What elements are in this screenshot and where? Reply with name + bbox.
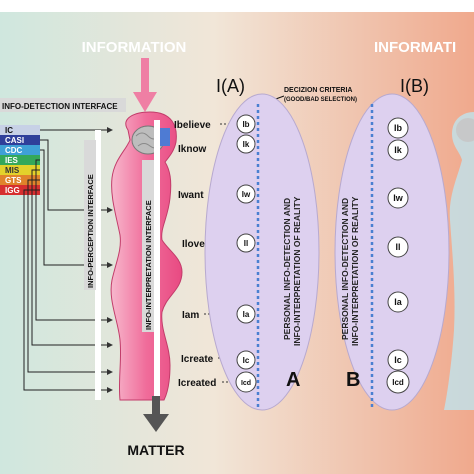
matter-arrow-head — [143, 414, 169, 432]
legend-row-igg — [0, 185, 40, 195]
statement-ilove: Ilove — [182, 239, 205, 250]
badge-a-iw — [236, 184, 256, 204]
badge-a-ic — [236, 350, 256, 370]
legend-row-mis — [0, 165, 40, 175]
partial-figure-brain-icon — [456, 118, 474, 142]
info-detection-label-bg — [0, 98, 126, 112]
eye-sensor — [160, 128, 170, 146]
legend-label-cdc: CDC — [5, 146, 23, 155]
legend-label-mis: MIS — [5, 166, 20, 175]
decision-criteria-label: DECIZION CRITERIA — [284, 87, 352, 94]
badge-a-il-label: Il — [244, 239, 248, 248]
information-title-right: INFORMATI — [374, 39, 456, 56]
panel-b-title: I(B) — [400, 76, 429, 96]
legend-row-ies — [0, 155, 40, 165]
panel-a-letter: A — [286, 369, 300, 391]
decision-criteria-sublabel: (GOOD/BAD SELECTION) — [284, 97, 357, 103]
info-interpretation-interface-label: INFO-INTERPRETATION INTERFACE — [144, 200, 153, 330]
legend-label-gts: GTS — [5, 176, 22, 185]
badge-b-il — [387, 236, 409, 258]
panel-b-vertical-text-1: PERSONAL INFO-DETECTION AND — [340, 198, 350, 340]
badge-b-il-label: Il — [395, 242, 400, 252]
badge-a-ia — [236, 304, 256, 324]
information-arrow-shaft — [141, 58, 149, 96]
badge-a-ik-label: Ik — [243, 140, 250, 149]
legend-label-ies: IES — [5, 156, 19, 165]
legend-label-casi: CASI — [5, 136, 24, 145]
legend-row-cdc — [0, 145, 40, 155]
badge-a-il — [236, 233, 256, 253]
badge-a-ib — [236, 114, 256, 134]
statements: Ibelieve Iknow Iwant Ilove Iam Icreate I… — [174, 120, 216, 389]
badge-b-ia-label: Ia — [394, 297, 403, 307]
badge-b-ic — [387, 349, 409, 371]
badge-a-ia-label: Ia — [243, 310, 250, 319]
panel-b-letter: B — [346, 369, 360, 391]
info-perception-label-bg — [84, 140, 96, 290]
badge-b-ic-label: Ic — [394, 355, 402, 365]
badge-b-ik-label: Ik — [394, 145, 403, 155]
statement-iwant: Iwant — [178, 190, 204, 201]
statement-iam: Iam — [182, 310, 199, 321]
panel-a-vertical-text-1: PERSONAL INFO-DETECTION AND — [282, 198, 292, 340]
panel-a-vertical-text-2: INFO-INTERPRETATION OF REALITY — [292, 196, 302, 346]
badge-a-ic-label: Ic — [243, 356, 250, 365]
legend: IC CASI CDC IES MIS GTS IGG — [0, 125, 40, 195]
matter-label: MATTER — [127, 442, 184, 458]
panel-b-vertical-text-2: INFO-INTERPRETATION OF REALITY — [350, 196, 360, 346]
legend-connectors — [23, 127, 113, 393]
badge-a-ik — [236, 134, 256, 154]
legend-label-ic: IC — [5, 126, 13, 135]
information-arrow-head — [133, 92, 157, 112]
badge-a-ib-label: Ib — [242, 120, 249, 129]
info-interpretation-label-bg — [142, 160, 154, 332]
legend-label-igg: IGG — [5, 186, 20, 195]
legend-row-gts — [0, 175, 40, 185]
info-perception-bar — [95, 130, 101, 400]
badge-a-iw-label: Iw — [242, 190, 251, 199]
badge-b-ia — [387, 291, 409, 313]
badge-b-ib — [387, 117, 409, 139]
information-title-left: INFORMATION — [82, 39, 187, 56]
panel-a-ellipse — [204, 93, 320, 411]
info-perception-interface-label: INFO-PERCEPTION INTERFACE — [86, 174, 95, 288]
info-detection-interface-label: INFO-DETECTION INTERFACE — [2, 102, 118, 111]
top-white-band — [0, 0, 474, 12]
panel-a-badges: Ib Ik Iw Il Ia Ic Icd — [235, 114, 257, 393]
panel-b-badges: Ib Ik Iw Il Ia Ic Icd — [386, 117, 410, 394]
legend-row-casi — [0, 135, 40, 145]
badge-b-icd — [386, 370, 410, 394]
badge-b-iw — [387, 187, 409, 209]
statement-icreated: Icreated — [178, 378, 216, 389]
panel-a-title: I(A) — [216, 76, 245, 96]
info-interpretation-bar — [154, 120, 160, 400]
badge-b-iw-label: Iw — [393, 193, 404, 203]
statement-ibelieve: Ibelieve — [174, 120, 211, 131]
legend-row-ic — [0, 125, 40, 135]
badge-b-icd-label: Icd — [392, 378, 404, 387]
badge-b-ib-label: Ib — [394, 123, 403, 133]
statement-icreate: Icreate — [181, 354, 214, 365]
badge-a-icd-label: Icd — [241, 380, 251, 387]
badge-a-icd — [235, 371, 257, 393]
badge-b-ik — [387, 139, 409, 161]
partial-figure-right — [444, 112, 474, 410]
statement-iknow: Iknow — [178, 144, 207, 155]
matter-arrow-shaft — [152, 396, 160, 418]
